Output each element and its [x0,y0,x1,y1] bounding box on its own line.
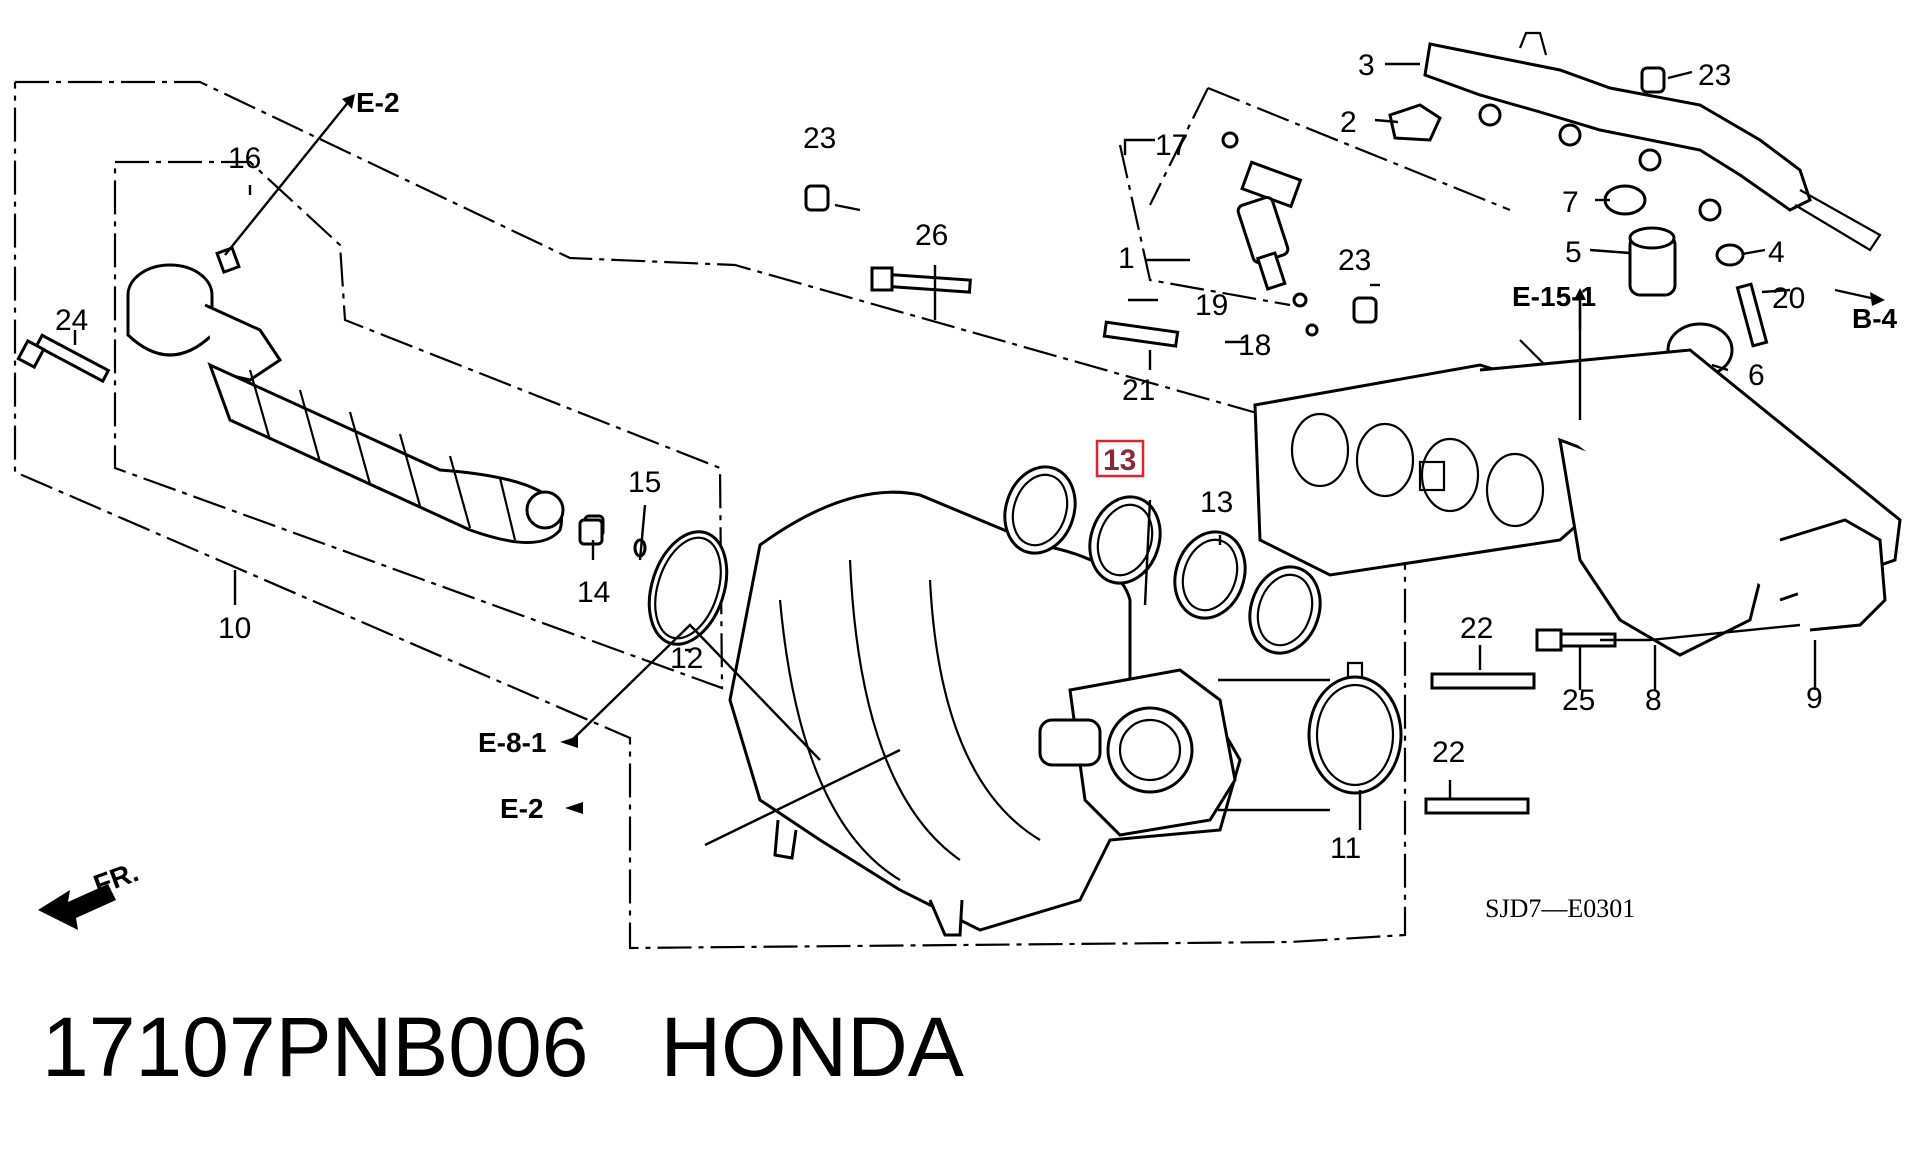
callout-13: 13 [1200,486,1233,519]
callout-15: 15 [628,466,661,499]
manifold-gasket [1779,518,1887,632]
callout-1: 1 [1118,242,1135,275]
callout-17: 17 [1155,129,1188,162]
ref-e2-upper: E-2 [356,87,400,118]
callout-16: 16 [228,142,261,175]
throttle-gasket [1307,661,1403,795]
callout-23-center: 23 [803,122,836,155]
brand-name: HONDA [660,1000,964,1094]
ref-b4: B-4 [1852,303,1898,334]
injector [1221,131,1319,337]
bracket [1388,103,1442,142]
callout-13-highlighted: 13 [1103,444,1136,477]
callout-23-top: 23 [1698,59,1731,92]
cross-references: E-2 E-2 E-8-1 E-15-1 B-4 [356,87,1898,824]
callout-2: 2 [1340,106,1357,139]
callout-19: 19 [1195,289,1228,322]
callout-12: 12 [670,642,703,675]
fuel-rail [1423,31,1882,252]
part-number: 17107PNB006 [42,1000,589,1094]
upper-manifold [728,490,1242,937]
ref-e2-lower: E-2 [500,793,544,824]
front-direction-arrow: FR. [38,856,142,930]
callout-21: 21 [1122,374,1155,407]
callout-24: 24 [55,304,88,337]
callout-20: 20 [1772,282,1805,315]
runner-valve-assembly [126,245,565,544]
ref-e8-1: E-8-1 [478,727,546,758]
callout-6: 6 [1748,359,1765,392]
reference-arrows [342,94,1885,814]
fasteners [16,184,1617,815]
callouts: 1 2 3 4 5 6 7 8 9 10 11 12 13 13 14 15 1… [55,49,1823,865]
callout-9: 9 [1806,682,1823,715]
direction-label: FR. [89,856,142,901]
callout-18: 18 [1238,329,1271,362]
callout-11: 11 [1330,832,1361,865]
callout-4: 4 [1768,236,1785,269]
leader-lines [73,62,1881,847]
callout-22-upper: 22 [1460,612,1493,645]
callout-3: 3 [1358,49,1375,82]
port-gaskets [1003,465,1322,655]
callout-14: 14 [577,576,610,609]
highlight-box [1095,439,1145,478]
callout-23-right: 23 [1338,244,1371,277]
callout-26: 26 [915,219,948,252]
callout-7: 7 [1562,186,1579,219]
ref-e15-1: E-15-1 [1512,281,1596,312]
callout-5: 5 [1565,236,1582,269]
diagram-code: SJD7—E0301 [1485,894,1635,923]
callout-22-lower: 22 [1432,736,1465,769]
callout-8: 8 [1645,684,1662,717]
callout-25: 25 [1562,684,1595,717]
callout-10: 10 [218,612,251,645]
